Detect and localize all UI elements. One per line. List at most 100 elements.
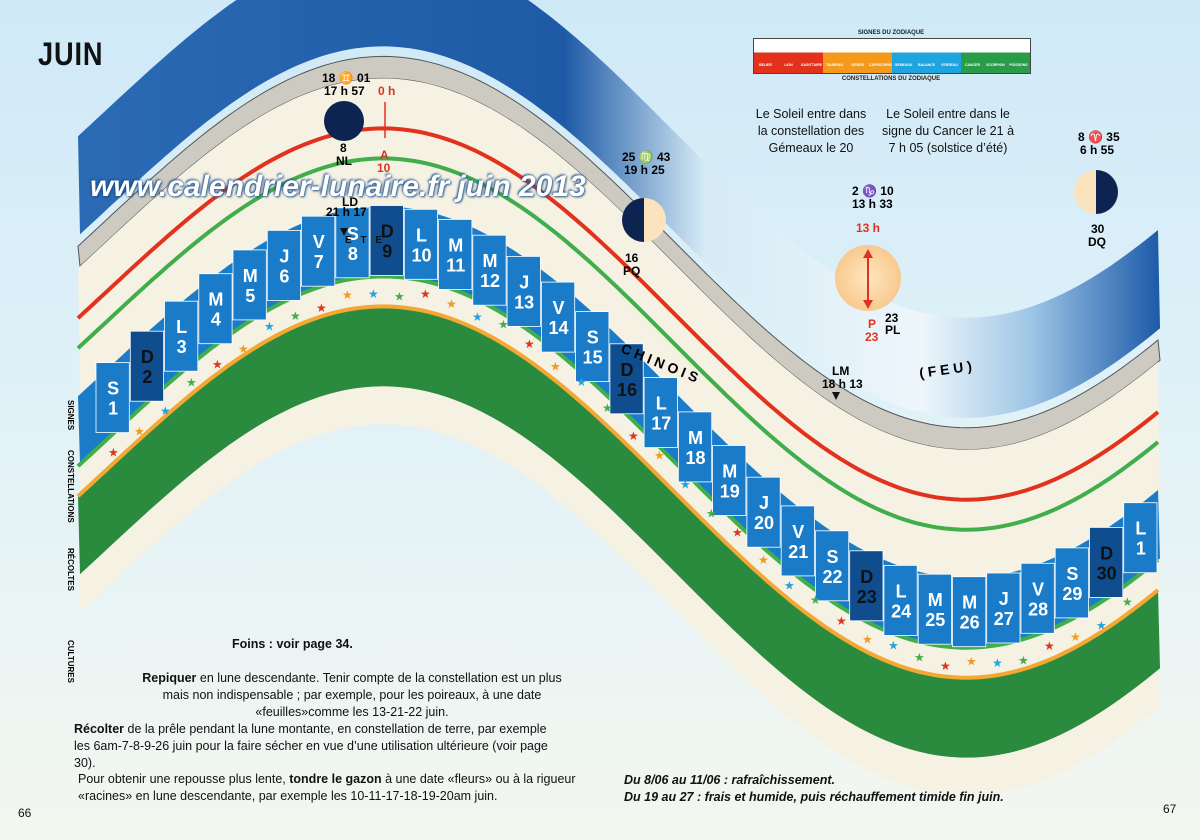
note-repiquer: Repiquer en lune descendante. Tenir comp…: [132, 670, 572, 721]
day-number: 25: [925, 610, 945, 630]
signs-band: [78, 78, 1160, 578]
row-label-cultures: CULTURES: [66, 640, 75, 684]
ld-marker: [340, 228, 348, 236]
note-foins-text: Foins : voir page 34.: [232, 637, 353, 651]
day-number: 15: [583, 348, 603, 368]
star-icon: ★: [238, 342, 249, 356]
day-number: 18: [685, 448, 705, 468]
star-icon: ★: [862, 632, 873, 646]
watermark-url: www.calendrier-lunaire.fr juin 2013: [90, 170, 586, 203]
day-letter: V: [313, 232, 325, 252]
day-letter: S: [347, 224, 359, 244]
full-moon-icon: [835, 245, 901, 311]
legend-name: LION: [784, 63, 793, 67]
note-repiquer-text: en lune descendante. Tenir compte de la …: [162, 671, 562, 719]
star-icon: ★: [706, 506, 717, 520]
day-number: 8: [348, 244, 358, 264]
day-letter: S: [107, 379, 119, 399]
signs-stripe-lower: [76, 156, 1160, 532]
note-gazon: Pour obtenir une repousse plus lente, to…: [78, 771, 578, 805]
day-cell-bg: [746, 476, 781, 548]
pl-time: 2 ♑ 10: [852, 184, 894, 198]
day-letter: V: [552, 298, 564, 318]
day-letter: L: [656, 394, 667, 414]
pq-day: 16: [625, 251, 639, 265]
star-icon: ★: [134, 424, 145, 438]
day-letter: M: [243, 266, 258, 286]
day-cell-bg: [1089, 527, 1124, 598]
day-letter: D: [621, 360, 634, 380]
note-recolter: Récolter de la prêle pendant la lune mon…: [74, 721, 564, 772]
page-number-right: 67: [1163, 802, 1177, 816]
dq-day: 30: [1091, 222, 1105, 236]
day-letter: M: [962, 593, 977, 613]
legend-name: VIERGE: [850, 63, 865, 67]
note-foins: Foins : voir page 34.: [232, 636, 353, 653]
day-number: 1: [108, 399, 118, 419]
day-cell-bg: [403, 208, 438, 280]
day-number: 30: [1097, 563, 1117, 583]
dq-time2: 6 h 55: [1080, 143, 1114, 157]
star-icon: ★: [1070, 630, 1081, 644]
day-letter: D: [860, 567, 873, 587]
day-letter: J: [519, 272, 529, 292]
legend-name: TAUREAU: [826, 63, 843, 67]
day-number: 3: [177, 337, 187, 357]
day-cell-bg: [849, 550, 884, 622]
day-number: 20: [754, 513, 774, 533]
orange-line: [76, 304, 1160, 680]
day-number: 19: [720, 482, 740, 502]
day-cell-bg: [438, 218, 473, 290]
lm-marker: [832, 392, 840, 400]
day-letter: S: [1066, 564, 1078, 584]
day-letter: M: [722, 462, 737, 482]
day-number: 1: [1136, 539, 1146, 559]
nl-label: NL: [336, 154, 352, 168]
ld-label: LD: [342, 195, 358, 209]
star-icon: ★: [784, 578, 795, 592]
day-number: 13: [514, 292, 534, 312]
apogee-letter: A: [380, 148, 389, 162]
day-letter: M: [483, 251, 498, 271]
day-number: 7: [314, 252, 324, 272]
star-icon: ★: [732, 526, 743, 540]
day-number: 22: [822, 567, 842, 587]
day-cell-bg: [369, 205, 404, 276]
day-cell-bg: [164, 300, 199, 372]
nl-time2: 17 h 57: [324, 84, 365, 98]
legend-name: POISSONS: [1009, 63, 1028, 67]
signs-stripe-upper: [76, 126, 1160, 502]
star-icon: ★: [472, 310, 483, 324]
legend-name: BALANCE: [917, 63, 936, 67]
star-icon: ★: [160, 404, 171, 418]
day-cell-bg: [780, 505, 815, 577]
star-icon: ★: [264, 319, 275, 333]
new-moon-icon: [324, 101, 364, 141]
day-number: 6: [279, 266, 289, 286]
day-number: 16: [617, 380, 637, 400]
day-cell-bg: [815, 530, 850, 602]
day-cell-bg: [986, 572, 1021, 644]
day-cell-bg: [883, 565, 918, 636]
day-cell-bg: [198, 273, 233, 345]
pl-time2: 13 h 33: [852, 197, 893, 211]
star-icon: ★: [212, 358, 223, 372]
day-cell-bg: [1054, 547, 1089, 619]
star-icon: ★: [914, 650, 925, 664]
day-letter: D: [381, 222, 394, 242]
row-label-constellations: CONSTELLATIONS: [66, 450, 75, 523]
day-cell-bg: [712, 445, 747, 516]
star-icon: ★: [628, 429, 639, 443]
lm-label: LM: [832, 364, 849, 378]
day-letter: M: [208, 290, 223, 310]
pq-time: 25 ♍ 43: [622, 150, 671, 164]
legend-name: CAPRICORNE: [869, 63, 893, 67]
note-gazon-a: Pour obtenir une repousse plus lente,: [78, 772, 290, 786]
star-icon: ★: [836, 614, 847, 628]
day-number: 29: [1062, 584, 1082, 604]
day-cell-bg: [129, 330, 165, 402]
recoltes-band: [78, 276, 1160, 678]
season-label: E T E: [345, 235, 385, 246]
